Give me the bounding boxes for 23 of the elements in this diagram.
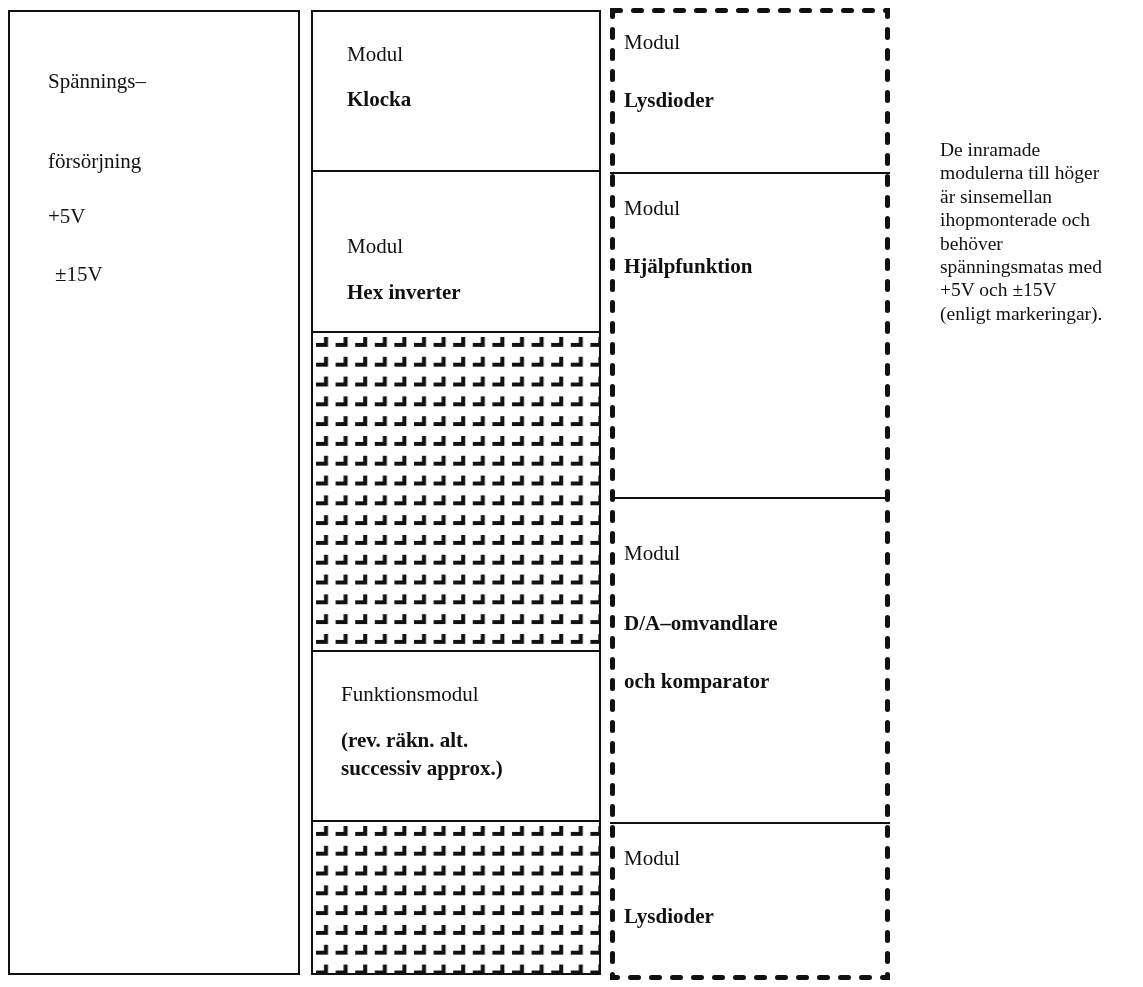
module-rack <box>311 10 601 975</box>
module-name: Klocka <box>347 86 413 113</box>
supply-text: försörjning <box>48 148 143 175</box>
module-label: Modul <box>624 845 681 872</box>
power-supply-box <box>8 10 300 975</box>
module-name: Hex inverter <box>347 279 462 306</box>
module-label: Modul <box>347 233 404 260</box>
module-name: Hjälpfunktion <box>624 253 754 280</box>
module-box <box>313 650 599 822</box>
module-label: Modul <box>624 29 681 56</box>
module-name: (rev. räkn. alt. successiv approx.) <box>341 727 504 783</box>
supply-text: Spännings– <box>48 68 147 95</box>
module-name: Lysdioder <box>624 87 715 114</box>
module-label: Modul <box>624 195 681 222</box>
module-name: D/A–omvandlare och komparator <box>624 610 779 695</box>
module-label: Funktionsmodul <box>341 681 480 708</box>
note-text: De inramade modulerna till höger är sinsemellan ihopmonterade och behöver spänningsmatas med +5V och ±15V (enligt markeringar). <box>940 138 1104 326</box>
supply-text: ±15V <box>55 261 104 288</box>
module-label: Modul <box>347 41 404 68</box>
module-name: Lysdioder <box>624 903 715 930</box>
supply-text: +5V <box>48 203 87 230</box>
module-label: Modul <box>624 540 681 567</box>
dashed-frame <box>610 8 890 980</box>
